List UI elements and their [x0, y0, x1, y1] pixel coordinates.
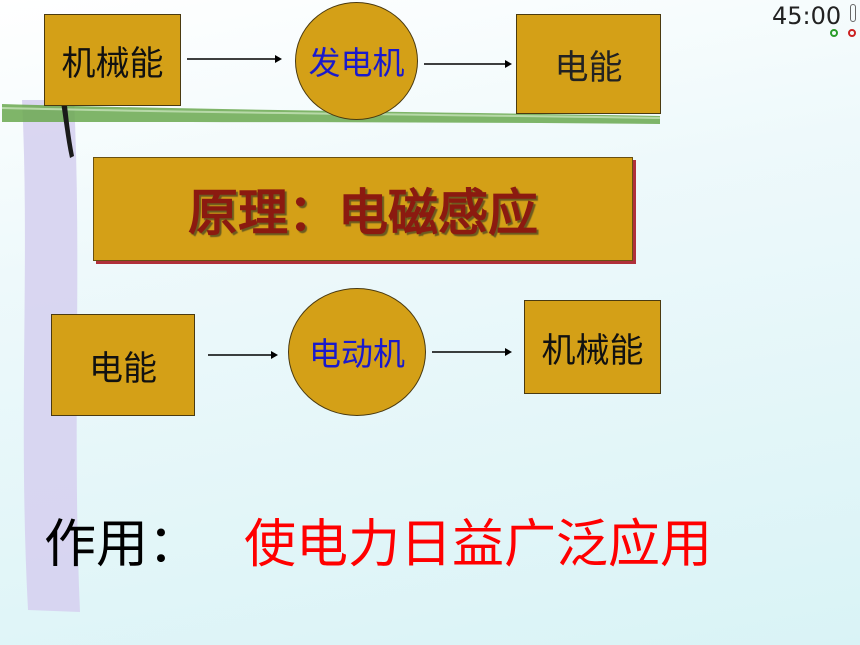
- top-result-label: 电能: [554, 47, 623, 88]
- bottom-arrow-1: [208, 351, 278, 359]
- top-arrow-2: [424, 60, 512, 68]
- top-source-box: 机械能: [44, 14, 181, 106]
- principle-banner: 原理：电磁感应: [93, 157, 633, 261]
- top-result-box: 电能: [516, 14, 661, 114]
- timer-icon: [850, 4, 856, 22]
- bottom-converter-label: 电动机: [308, 335, 405, 373]
- top-arrow-1: [187, 55, 282, 63]
- top-converter-label: 发电机: [308, 44, 405, 82]
- usage-value: 使电力日益广泛应用: [244, 515, 713, 575]
- timer-reset-icon[interactable]: [848, 29, 856, 37]
- bottom-result-box: 机械能: [524, 300, 661, 394]
- bottom-source-box: 电能: [51, 314, 195, 416]
- bottom-arrow-2: [432, 348, 512, 356]
- bottom-result-label: 机械能: [541, 330, 644, 371]
- usage-label: 作用：: [44, 515, 201, 575]
- top-converter-circle: 发电机: [295, 2, 418, 120]
- timer-display: 45:00: [772, 2, 842, 30]
- top-source-label: 机械能: [61, 43, 164, 84]
- bottom-converter-circle: 电动机: [288, 288, 426, 416]
- timer-start-icon[interactable]: [830, 29, 838, 37]
- bottom-source-label: 电能: [89, 348, 157, 389]
- principle-text: 原理：电磁感应: [188, 183, 538, 242]
